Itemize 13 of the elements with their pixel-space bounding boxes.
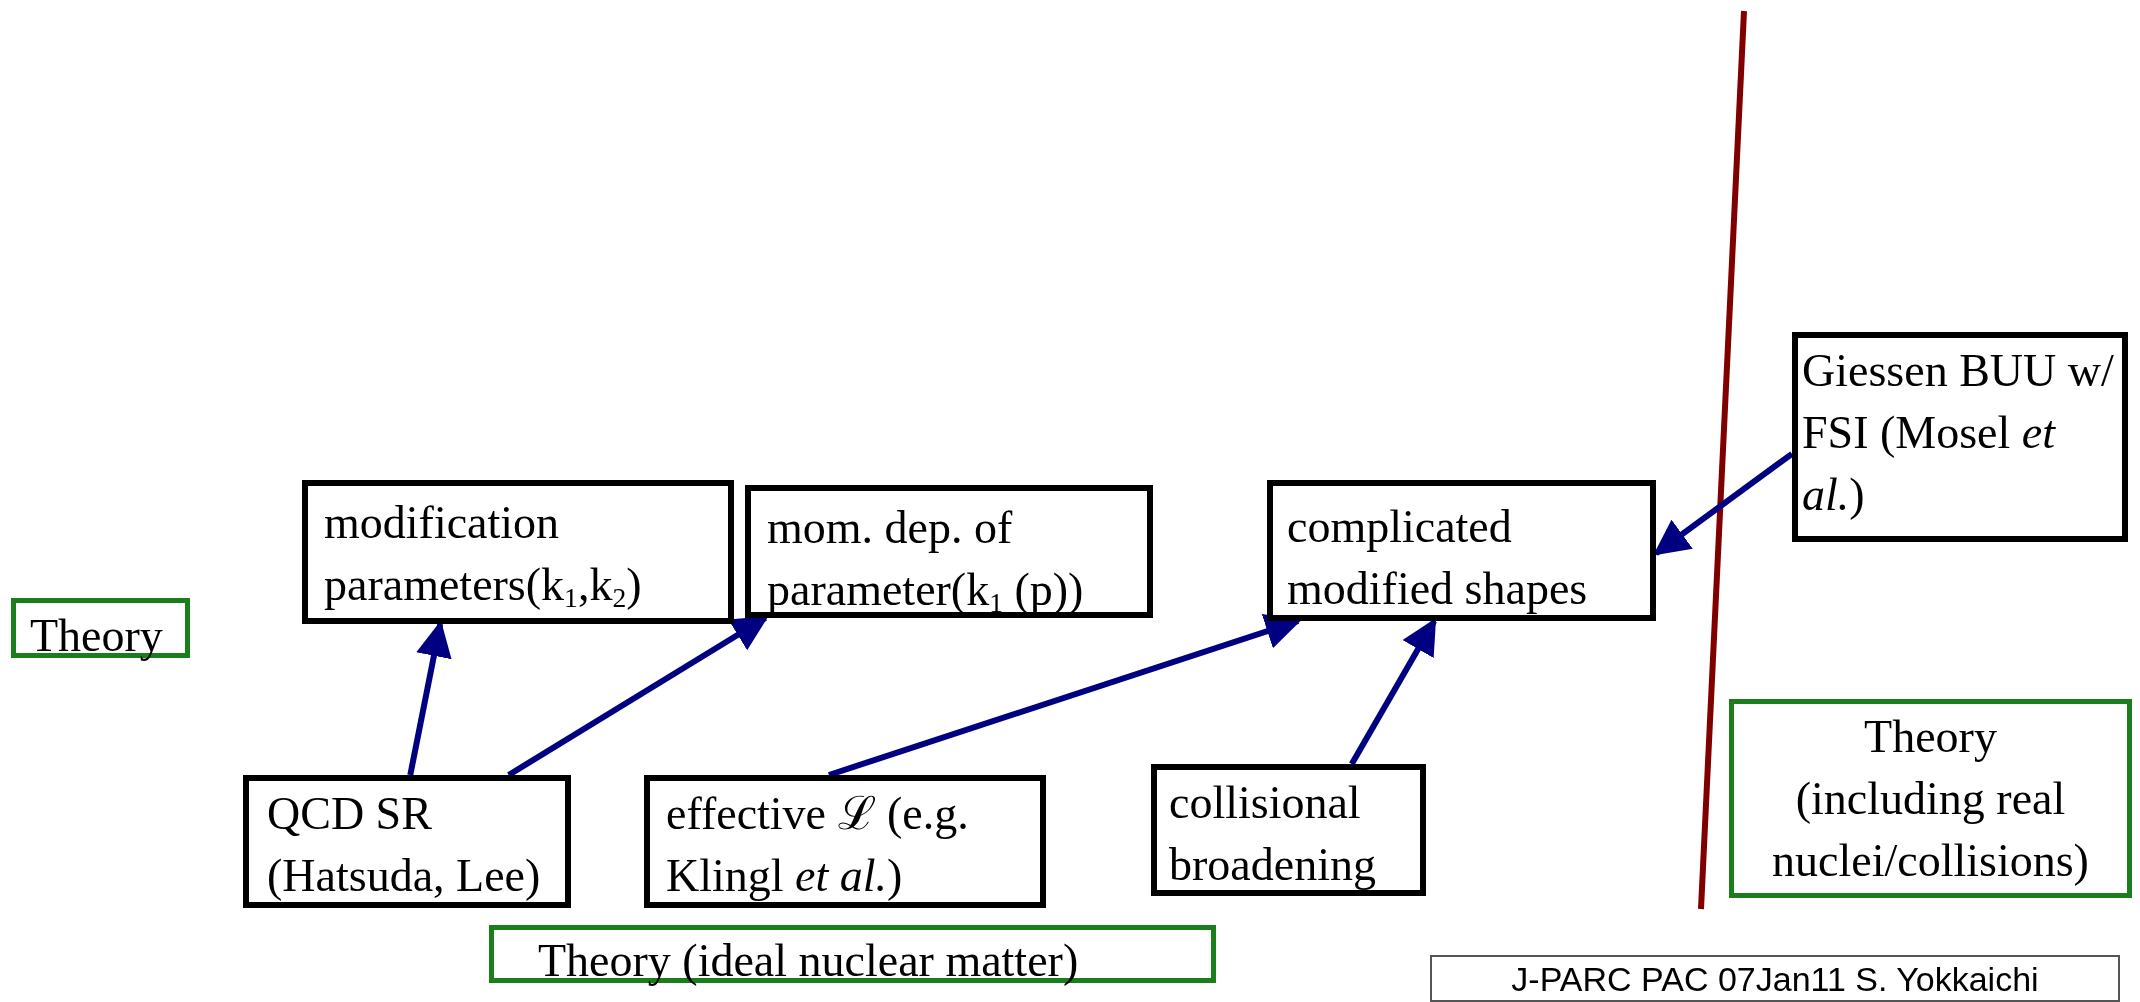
footer-text: J-PARC PAC 07Jan11 S. Yokkaichi: [1430, 955, 2120, 1002]
box-subtext: (including real nuclei/collisions): [1771, 772, 2090, 888]
concept-label: collisional broadening: [1151, 764, 1426, 896]
arrow: [828, 614, 1302, 778]
arrow: [507, 615, 769, 778]
arrow: [1653, 451, 1794, 556]
category-box: [1729, 699, 2132, 898]
concept-label: complicated modified shapes: [1267, 480, 1656, 621]
concept-label: QCD SR (Hatsuda, Lee): [243, 775, 571, 908]
concept-label: modification parameters(k$_{1}$,k$_{2}$): [302, 480, 734, 624]
concept-label: effective ℒ (e.g. Klingl et al.): [644, 775, 1046, 908]
box-text: Theory: [1863, 710, 1998, 764]
concept-label: Giessen BUU w/ FSI (Mosel et al.): [1792, 332, 2128, 542]
